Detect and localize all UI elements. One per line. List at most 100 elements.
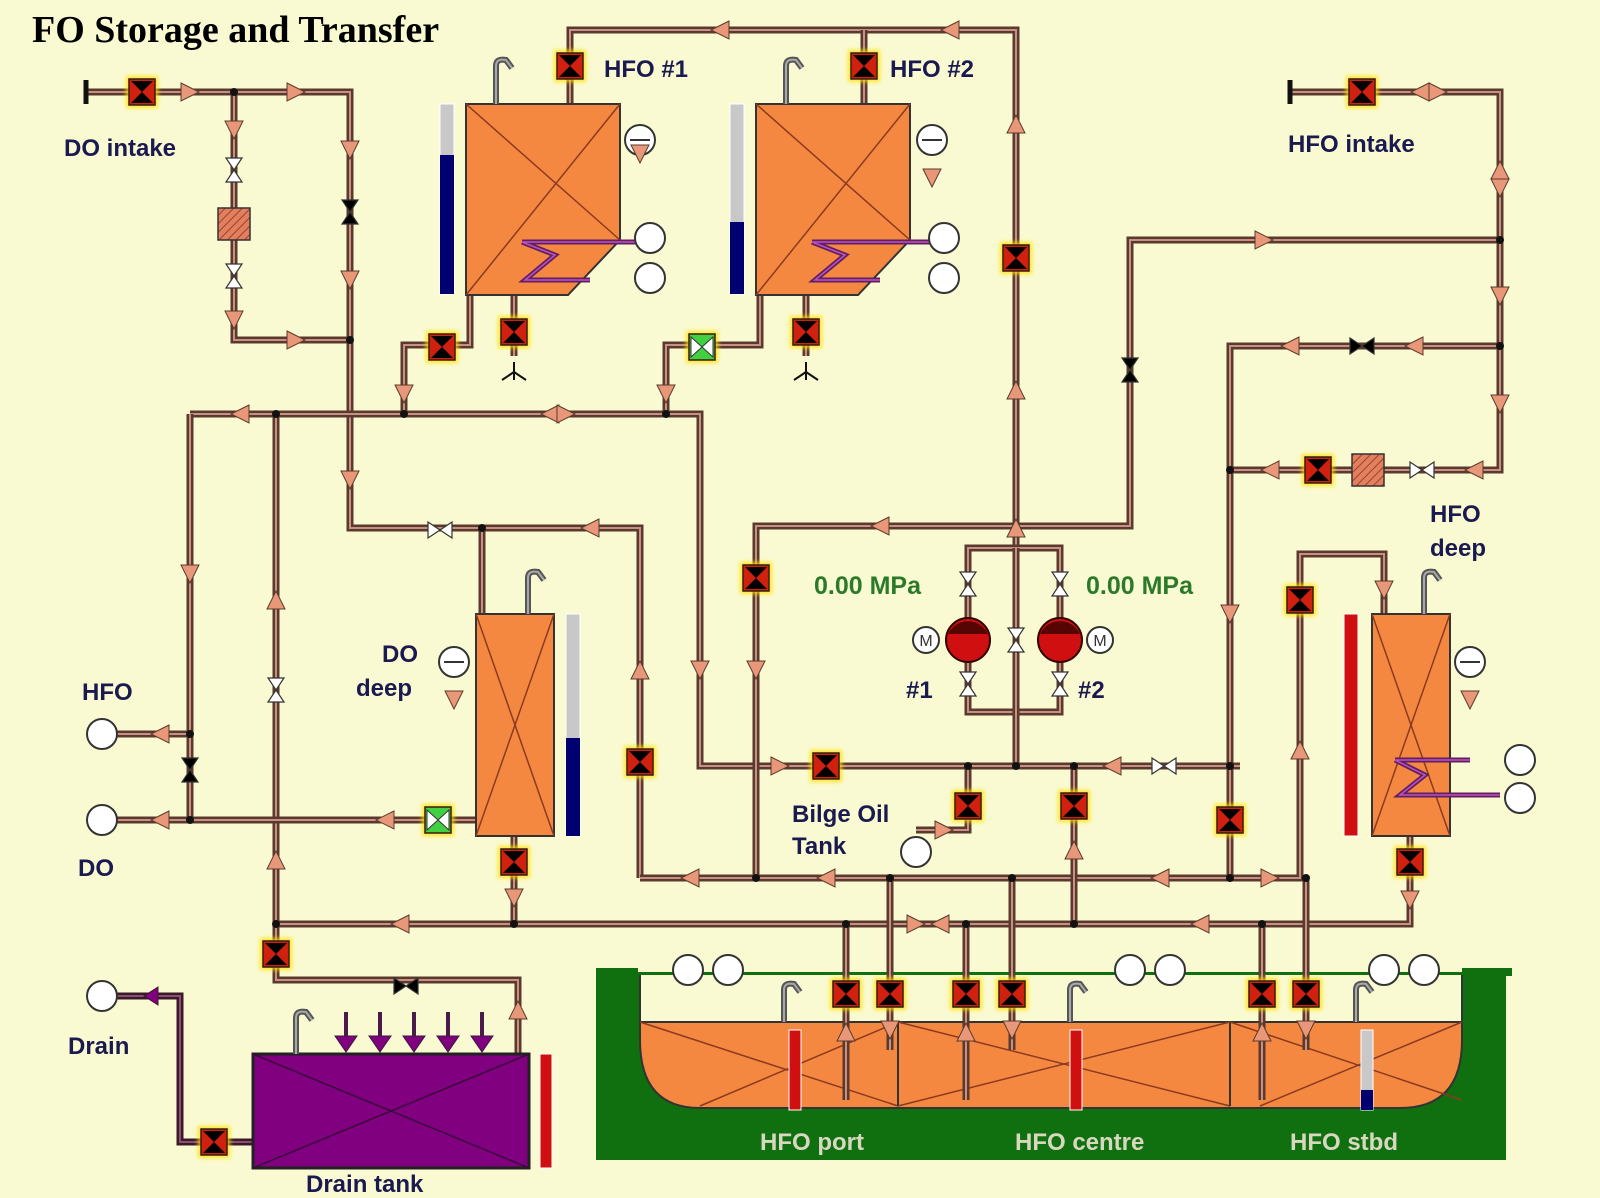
hfo2-steam-in[interactable] (928, 222, 960, 254)
hfo-centre-label: HFO centre (1015, 1129, 1144, 1156)
hfo1-outlet-valve-open[interactable] (686, 331, 718, 363)
remote-valve-closed[interactable] (198, 1126, 230, 1158)
do-deep-outlet-valve-open[interactable] (422, 804, 454, 836)
remote-valve-closed[interactable] (996, 978, 1028, 1010)
vent-pipe-highlight (1069, 982, 1087, 1022)
hfo-deep-tank[interactable] (1343, 613, 1500, 837)
valve-closed-icon (1295, 983, 1317, 1005)
drain-connection[interactable] (86, 980, 118, 1012)
hfo-intake-strainer[interactable] (1351, 453, 1385, 487)
manual-valve-icon[interactable] (958, 671, 978, 697)
bottom-tank-steam-connection[interactable] (1114, 954, 1146, 986)
remote-valve-closed[interactable] (950, 978, 982, 1010)
manual-valve-icon[interactable] (180, 757, 200, 783)
flow-arrow-icon (1460, 690, 1480, 711)
remote-valve-closed[interactable] (498, 316, 530, 348)
flow-arrow-icon (444, 690, 464, 711)
remote-valve-closed[interactable] (1058, 790, 1090, 822)
pipe-junction (662, 410, 670, 418)
manual-valve-icon[interactable] (340, 199, 360, 225)
remote-valve-closed[interactable] (1246, 978, 1278, 1010)
flow-arrow-icon (770, 756, 791, 776)
manual-valve-icon[interactable] (1409, 460, 1435, 480)
pump1-motor-icon[interactable] (912, 626, 940, 654)
valve-closed-icon (431, 336, 453, 358)
hfo-settling-tank-1[interactable] (439, 103, 640, 296)
bilge-oil-connection[interactable] (900, 836, 932, 868)
do-deep-tank[interactable] (475, 613, 581, 837)
hfo-outlet-connection[interactable] (86, 718, 118, 750)
valve-closed-icon (1351, 81, 1373, 103)
pipe-junction (272, 920, 280, 928)
remote-valve-closed[interactable] (952, 790, 984, 822)
remote-valve-closed[interactable] (554, 50, 586, 82)
pipe-junction (962, 920, 970, 928)
manual-valve-icon[interactable] (1006, 627, 1026, 653)
flow-arrow-icon (1296, 1020, 1316, 1041)
do-intake-strainer[interactable] (217, 207, 251, 241)
manual-valve-icon[interactable] (393, 976, 419, 996)
remote-valve-closed[interactable] (1000, 242, 1032, 274)
flow-arrow-icon (1006, 517, 1026, 538)
flow-arrow-icon (224, 310, 244, 331)
bottom-tank-steam-connection[interactable] (672, 954, 704, 986)
remote-valve-closed[interactable] (1394, 846, 1426, 878)
drain-inlet-arrow-icon (470, 1035, 494, 1053)
hfo1-steam-in[interactable] (634, 222, 666, 254)
drain-tank[interactable] (251, 1052, 553, 1170)
pump-casing-shade (1040, 621, 1080, 634)
remote-valve-closed[interactable] (260, 938, 292, 970)
hfo1-steam-out[interactable] (634, 262, 666, 294)
remote-valve-closed[interactable] (810, 750, 842, 782)
bottom-tank-steam-connection[interactable] (712, 954, 744, 986)
remote-valve-closed[interactable] (874, 978, 906, 1010)
hfo-deep-steam-in[interactable] (1504, 744, 1536, 776)
manual-valve-icon[interactable] (266, 677, 286, 703)
remote-valve-closed[interactable] (1346, 76, 1378, 108)
manual-valve-icon[interactable] (224, 157, 244, 183)
remote-valve-closed[interactable] (1302, 454, 1334, 486)
drain-tank-level-gauge (539, 1053, 553, 1169)
remote-valve-closed[interactable] (740, 562, 772, 594)
pipe-junction (510, 920, 518, 928)
remote-valve-closed[interactable] (126, 76, 158, 108)
manual-valve-icon[interactable] (1050, 671, 1070, 697)
remote-valve-closed[interactable] (1284, 584, 1316, 616)
hfo2-steam-out[interactable] (928, 262, 960, 294)
hfo-centre-tank[interactable] (897, 1021, 1231, 1111)
manual-valve-icon[interactable] (958, 571, 978, 597)
remote-valve-closed[interactable] (1290, 978, 1322, 1010)
bottom-tank-steam-connection[interactable] (1408, 954, 1440, 986)
remote-valve-closed[interactable] (790, 316, 822, 348)
flow-arrow-icon (656, 384, 676, 405)
bottom-tank-steam-connection[interactable] (1368, 954, 1400, 986)
pump2-motor-icon[interactable] (1086, 626, 1114, 654)
hfo-outlet-label: HFO (82, 679, 133, 706)
manual-valve-icon[interactable] (1120, 357, 1140, 383)
flow-arrow-icon (1002, 1020, 1022, 1041)
do-outlet-connection[interactable] (86, 804, 118, 836)
remote-valve-closed[interactable] (498, 846, 530, 878)
hfo-port-tank[interactable] (639, 1021, 899, 1111)
hfo-settling-tank-2[interactable] (729, 103, 930, 296)
manual-valve-icon[interactable] (1050, 571, 1070, 597)
remote-valve-closed[interactable] (830, 978, 862, 1010)
remote-valve-closed[interactable] (624, 746, 656, 778)
manual-valve-icon[interactable] (1349, 336, 1375, 356)
pipe-junction (1226, 762, 1234, 770)
flow-arrow-icon (1189, 914, 1210, 934)
manual-valve-icon[interactable] (1151, 756, 1177, 776)
pipe-segment-highlight (640, 553, 1385, 879)
hfo-deep-steam-out[interactable] (1504, 782, 1536, 814)
remote-valve-closed[interactable] (426, 331, 458, 363)
hfo-stbd-tank[interactable] (1229, 1021, 1463, 1111)
flow-arrow-icon (229, 404, 250, 424)
remote-valve-closed[interactable] (848, 50, 880, 82)
pump2-pressure: 0.00 MPa (1086, 572, 1194, 600)
manual-valve-icon[interactable] (224, 263, 244, 289)
manual-valve-icon[interactable] (427, 520, 453, 540)
remote-valve-closed[interactable] (1214, 804, 1246, 836)
valve-closed-icon (1251, 983, 1273, 1005)
pipe-junction (346, 336, 354, 344)
bottom-tank-steam-connection[interactable] (1154, 954, 1186, 986)
